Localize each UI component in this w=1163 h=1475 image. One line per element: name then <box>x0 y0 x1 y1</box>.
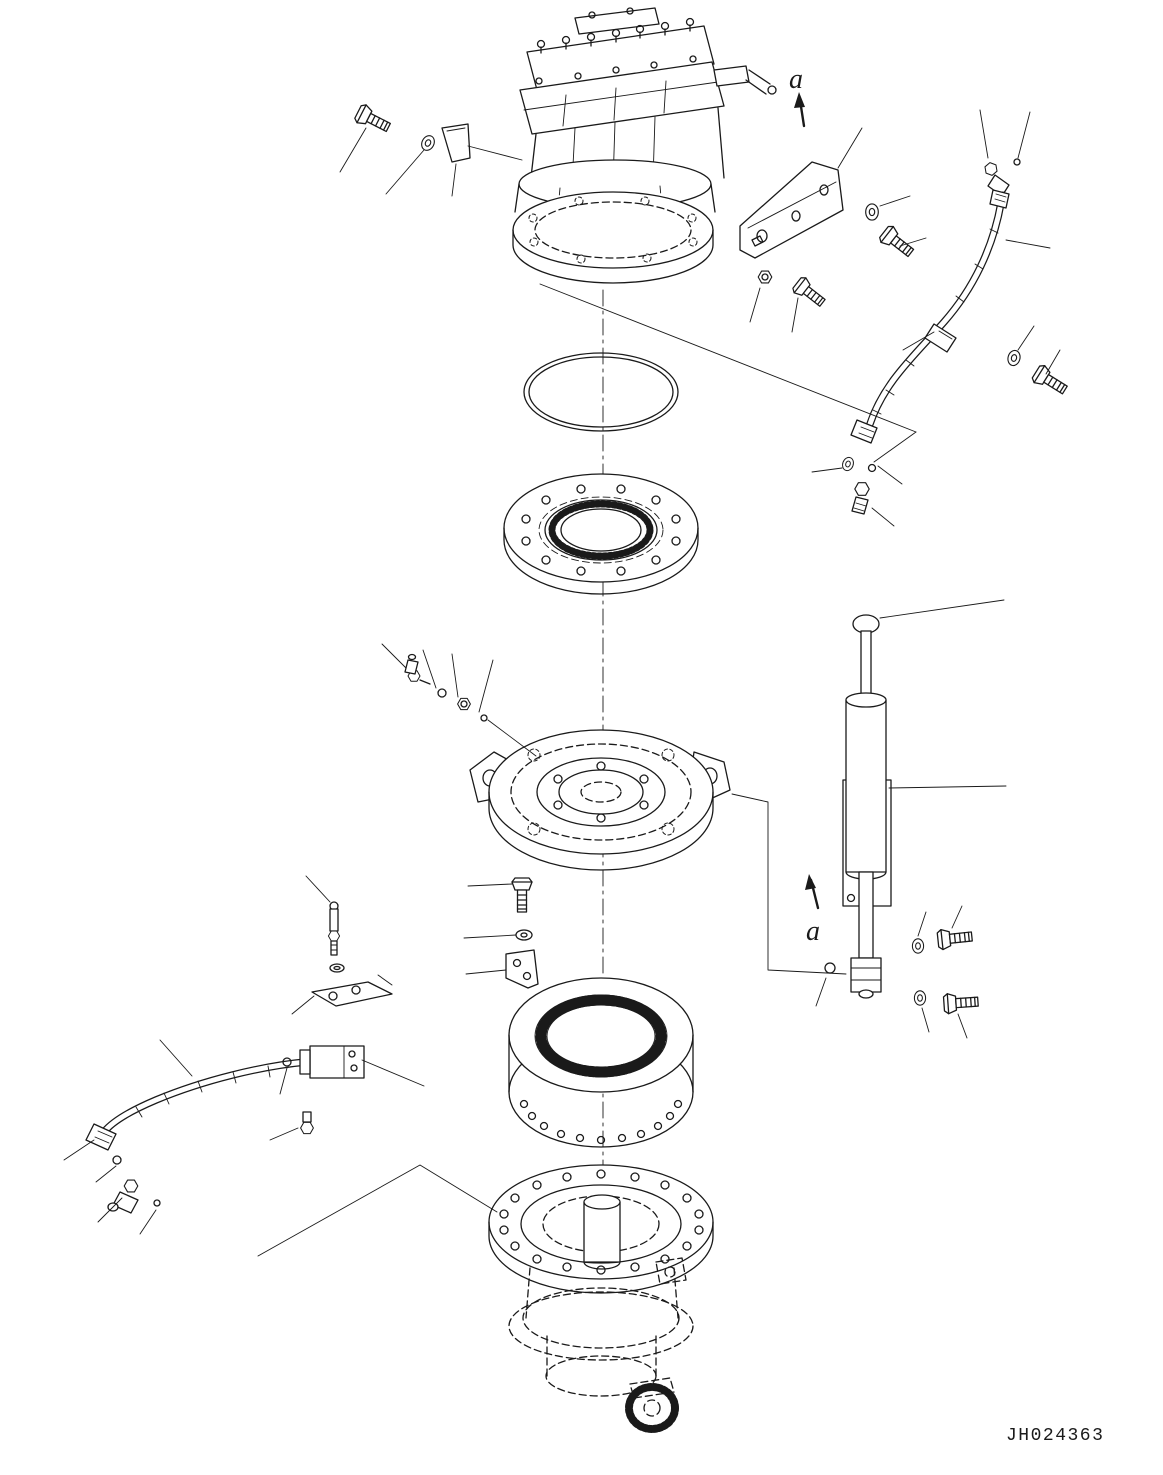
grease-fitting-and-bracket <box>311 901 393 1007</box>
cylinder-mounting-bolts <box>824 925 980 1015</box>
pipe-fitting-cluster <box>404 653 488 722</box>
drawing-number: JH024363 <box>1006 1426 1104 1446</box>
bearing-plate <box>503 473 699 595</box>
view-direction-arrow-bottom <box>805 874 820 910</box>
mounting-bracket-assembly <box>739 161 918 311</box>
hose-clamp-washer-and-bolt <box>1005 348 1071 400</box>
large-o-ring <box>523 352 679 432</box>
lower-hose-assembly <box>85 1045 365 1214</box>
leader-lines <box>63 109 1061 1257</box>
swing-circle-assembly <box>488 1164 714 1433</box>
view-marker-top: a <box>789 64 803 95</box>
swing-motor <box>512 7 777 284</box>
hose-end-fittings <box>840 455 877 515</box>
upper-hose-assembly <box>850 158 1021 444</box>
ring-gear <box>508 977 694 1148</box>
grease-cylinder-assembly <box>842 614 892 999</box>
swing-machinery-case <box>469 729 731 871</box>
motor-mount-bolt-and-plate <box>352 102 471 163</box>
view-marker-bottom: a <box>806 916 820 947</box>
case-mounting-bolt-and-bracket <box>505 877 539 989</box>
view-direction-arrow-top <box>794 92 806 128</box>
